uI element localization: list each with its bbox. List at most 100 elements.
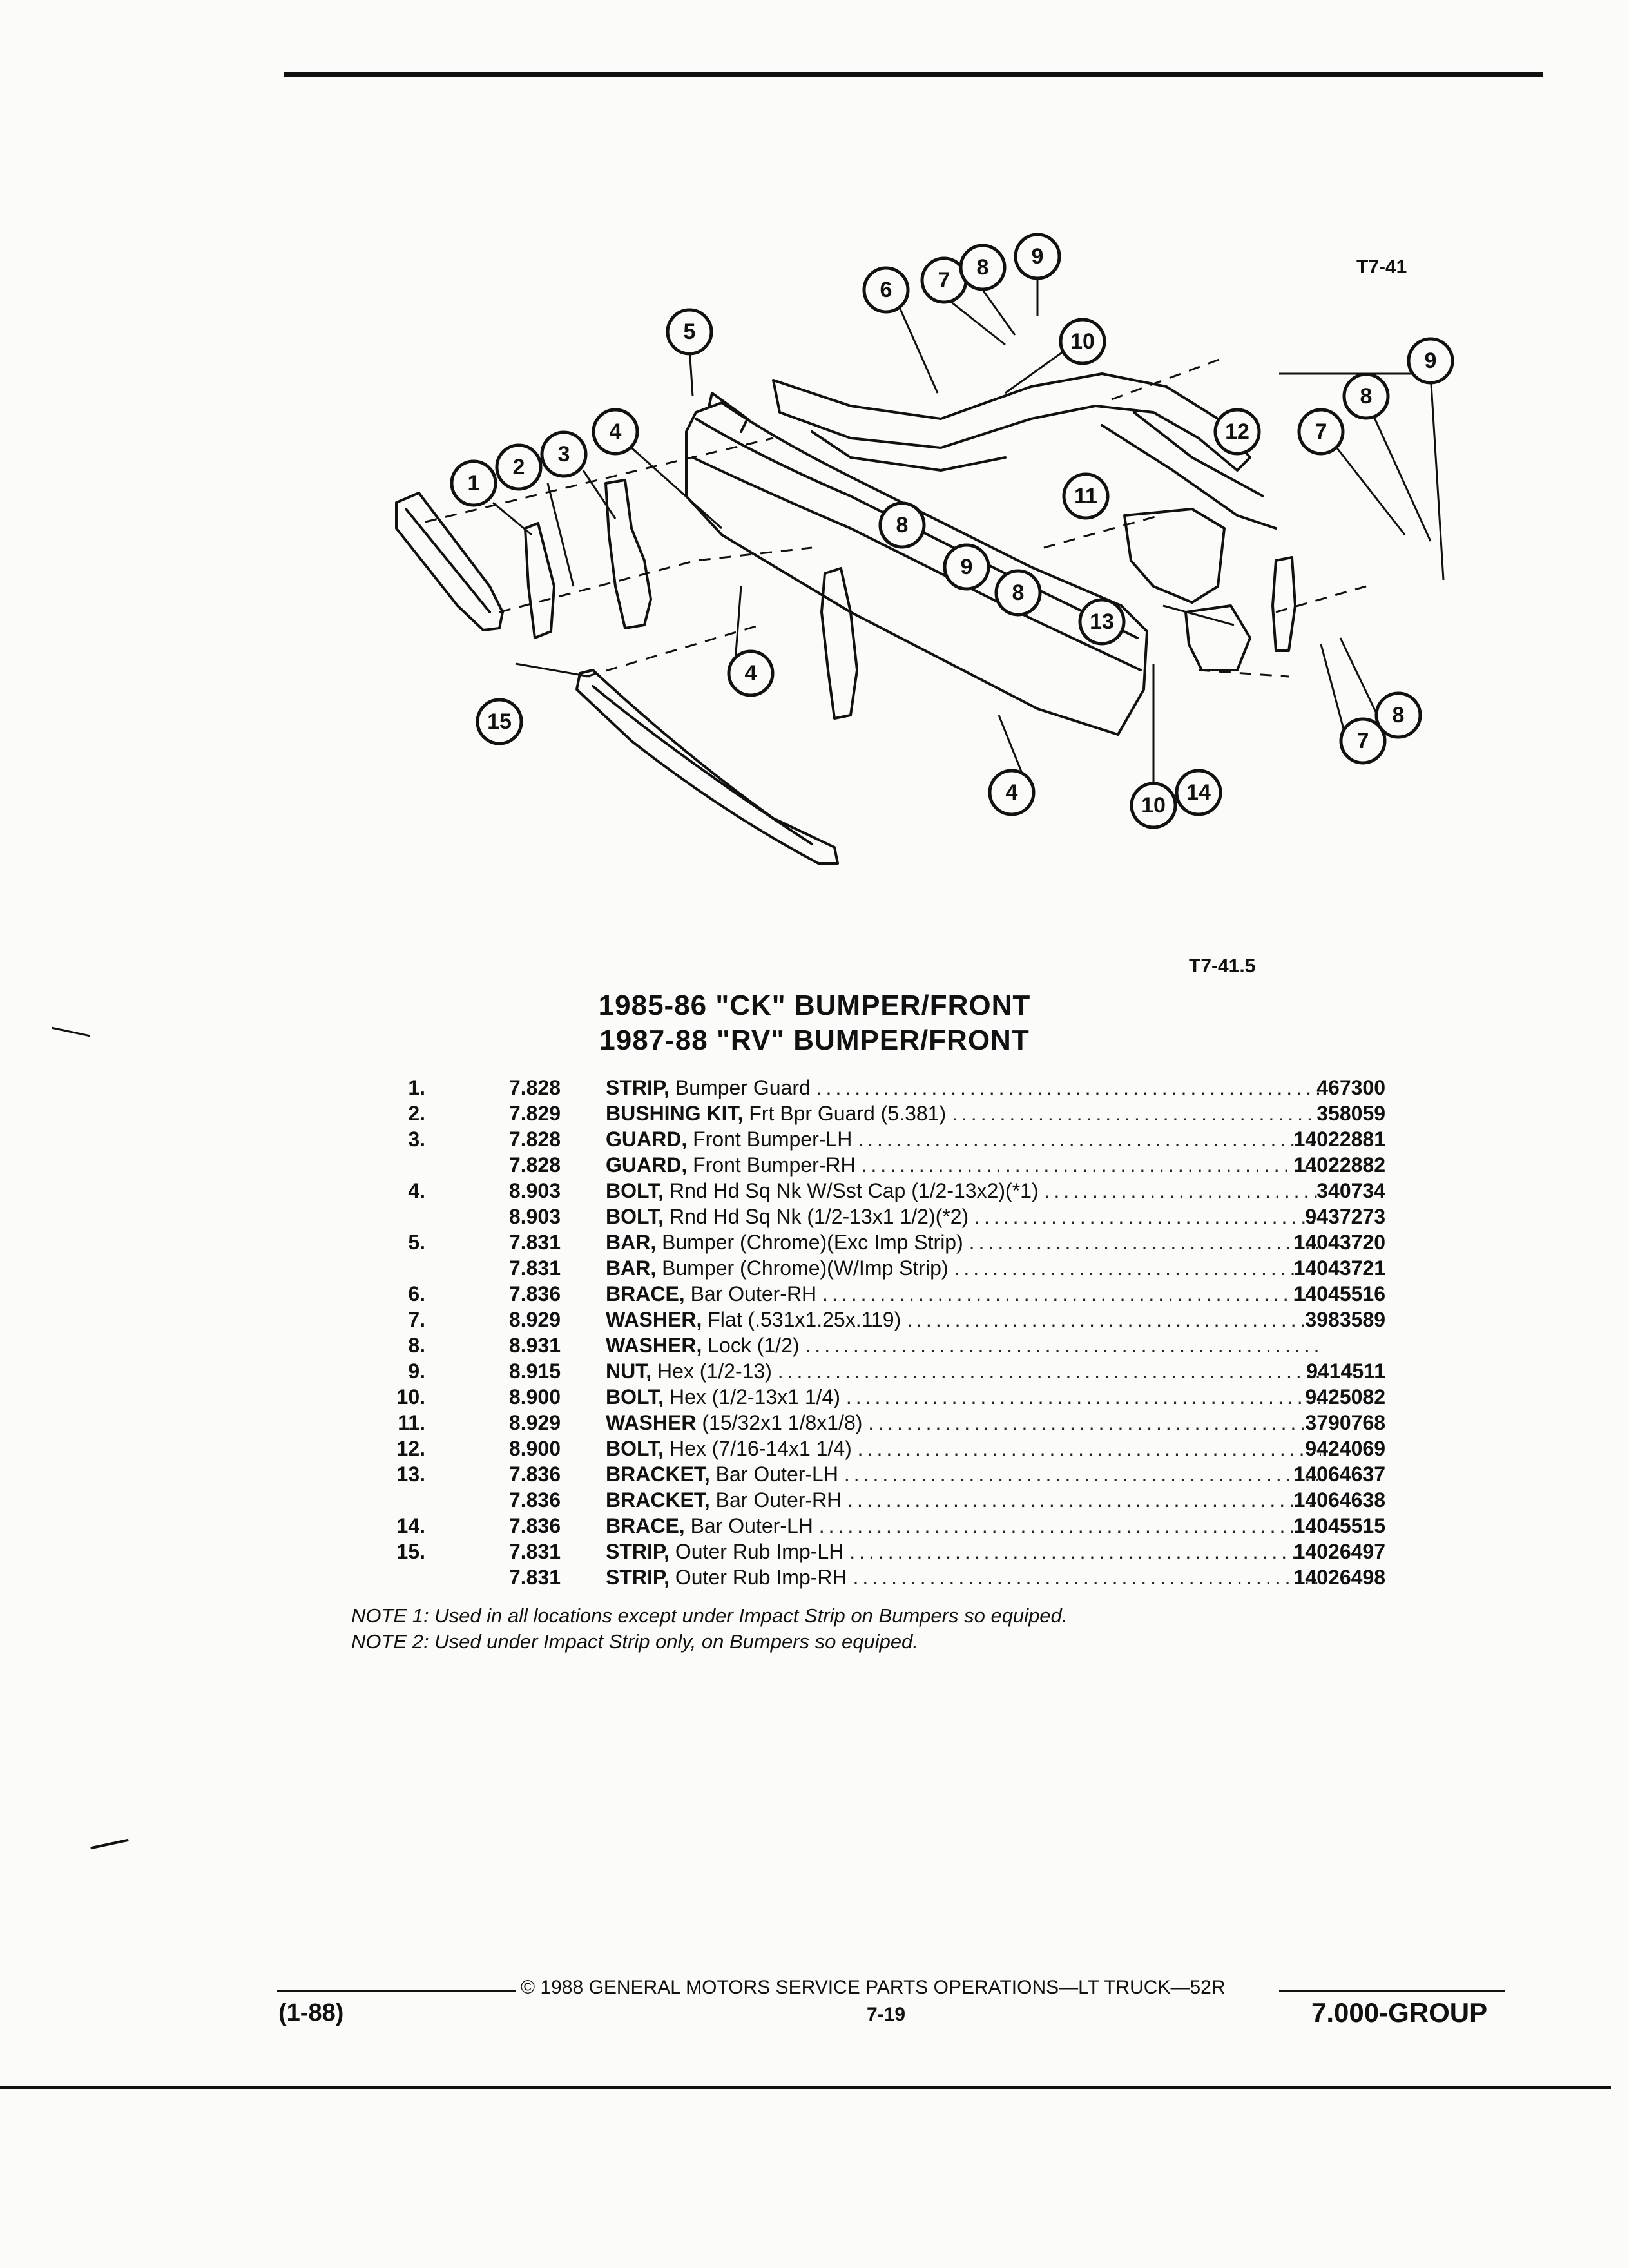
part-group-code: 7.836 — [508, 1488, 561, 1512]
part-group-code: 7.829 — [508, 1102, 561, 1125]
dot-leader: ........................................… — [858, 1128, 1321, 1151]
lh-front-guard — [604, 479, 652, 629]
dot-leader: ........................................… — [805, 1334, 1321, 1357]
callout-4: 4 — [988, 769, 1036, 816]
part-name: BRACKET, — [606, 1463, 710, 1486]
part-number-index: 3. — [408, 1128, 425, 1151]
callout-8: 8 — [878, 501, 926, 549]
callout-9: 9 — [943, 543, 990, 591]
part-description: BAR, Bumper (Chrome)(W/Imp Strip) ......… — [606, 1255, 1321, 1281]
part-name: STRIP, — [606, 1076, 670, 1099]
callout-12: 12 — [1213, 408, 1261, 456]
part-catalog-number: 14064638 — [1293, 1488, 1385, 1512]
part-detail: Front Bumper-RH — [693, 1153, 856, 1177]
dot-leader: ........................................… — [861, 1153, 1322, 1177]
part-description: WASHER (15/32x1 1/8x1/8) ...............… — [606, 1410, 1321, 1436]
note-2: NOTE 2: Used under Impact Strip only, on… — [351, 1630, 918, 1653]
part-detail: Flat (.531x1.25x.119) — [708, 1308, 901, 1331]
callout-6: 6 — [862, 266, 910, 314]
note-1: NOTE 1: Used in all locations except und… — [351, 1604, 1068, 1627]
callout-label: 4 — [610, 419, 622, 444]
footer-date: (1-88) — [278, 1999, 344, 2026]
callout-3: 3 — [540, 430, 588, 478]
callout-7: 7 — [1297, 408, 1345, 456]
callout-label: 8 — [1393, 703, 1405, 727]
dot-leader: ........................................… — [816, 1076, 1321, 1099]
dot-leader: ........................................… — [853, 1566, 1321, 1589]
part-name: BOLT, — [606, 1385, 664, 1408]
part-catalog-number: 14045516 — [1293, 1282, 1385, 1305]
section-title-2: 1987-88 "RV" BUMPER/FRONT — [599, 1024, 1030, 1056]
part-description: BOLT, Hex (7/16-14x1 1/4) ..............… — [606, 1436, 1321, 1461]
callout-label: 8 — [1360, 384, 1373, 408]
callout-label: 4 — [745, 661, 757, 686]
callout-label: 9 — [961, 555, 973, 579]
part-group-code: 8.903 — [508, 1205, 561, 1228]
part-description: BRACE, Bar Outer-LH ....................… — [606, 1513, 1321, 1539]
footer-rule-left — [277, 1990, 516, 1992]
callout-label: 7 — [1315, 419, 1327, 444]
callout-label: 9 — [1032, 244, 1044, 269]
part-description: BOLT, Rnd Hd Sq Nk (1/2-13x1 1/2)(*2) ..… — [606, 1204, 1321, 1229]
part-catalog-number: 9425082 — [1305, 1385, 1385, 1408]
callout-2: 2 — [495, 443, 543, 491]
part-detail: Lock (1/2) — [708, 1334, 800, 1357]
callout-9: 9 — [1407, 337, 1454, 385]
part-name: BRACE, — [606, 1282, 685, 1305]
dot-leader: ........................................… — [822, 1282, 1321, 1305]
part-catalog-number: 14022882 — [1293, 1153, 1385, 1177]
part-detail: Bumper (Chrome)(W/Imp Strip) — [662, 1256, 949, 1280]
footer-page-number: 7-19 — [867, 2004, 906, 2025]
dot-leader: ........................................… — [843, 1463, 1321, 1486]
part-catalog-number: 3790768 — [1305, 1411, 1385, 1434]
section-title-1: 1985-86 "CK" BUMPER/FRONT — [598, 990, 1031, 1021]
part-detail: Rnd Hd Sq Nk (1/2-13x1 1/2)(*2) — [669, 1205, 969, 1228]
part-catalog-number: 14026498 — [1293, 1566, 1385, 1589]
callout-label: 7 — [938, 268, 950, 293]
part-number-index: 10. — [396, 1385, 425, 1408]
part-catalog-number: 14064637 — [1293, 1463, 1385, 1486]
part-description: STRIP, Bumper Guard ....................… — [606, 1075, 1321, 1100]
bottom-rule — [0, 2086, 1611, 2089]
part-description: WASHER, Lock (1/2) .....................… — [606, 1332, 1321, 1358]
part-group-code: 7.836 — [508, 1463, 561, 1486]
outer-bracket — [1123, 508, 1226, 604]
part-catalog-number: 14045515 — [1293, 1514, 1385, 1537]
part-detail: (15/32x1 1/8x1/8) — [702, 1411, 863, 1434]
callout-label: 9 — [1425, 349, 1437, 373]
part-group-code: 7.831 — [508, 1540, 561, 1563]
part-number-index: 13. — [396, 1463, 425, 1486]
callout-label: 5 — [684, 320, 696, 344]
callout-15: 15 — [476, 698, 523, 745]
figure-id-bottom: T7-41.5 — [1189, 956, 1256, 977]
part-name: GUARD, — [606, 1153, 688, 1177]
callout-label: 11 — [1074, 484, 1097, 508]
figure-id-top: T7-41 — [1356, 256, 1407, 278]
callout-label: 4 — [1006, 780, 1018, 805]
part-name: NUT, — [606, 1360, 652, 1383]
part-description: GUARD, Front Bumper-LH .................… — [606, 1126, 1321, 1152]
callout-5: 5 — [666, 308, 713, 356]
part-description: GUARD, Front Bumper-RH .................… — [606, 1152, 1321, 1178]
part-description: STRIP, Outer Rub Imp-RH ................… — [606, 1564, 1321, 1590]
footer-rule-right — [1279, 1990, 1505, 1992]
part-detail: Bar Outer-RH — [715, 1488, 842, 1512]
part-catalog-number: 9424069 — [1305, 1437, 1385, 1460]
callout-8: 8 — [1342, 372, 1390, 420]
dot-leader: ........................................… — [952, 1102, 1321, 1125]
part-number-index: 15. — [396, 1540, 425, 1563]
part-name: BRACE, — [606, 1514, 685, 1537]
part-detail: Bar Outer-RH — [690, 1282, 817, 1305]
margin-mark — [90, 1838, 129, 1850]
part-detail: Hex (7/16-14x1 1/4) — [669, 1437, 852, 1460]
